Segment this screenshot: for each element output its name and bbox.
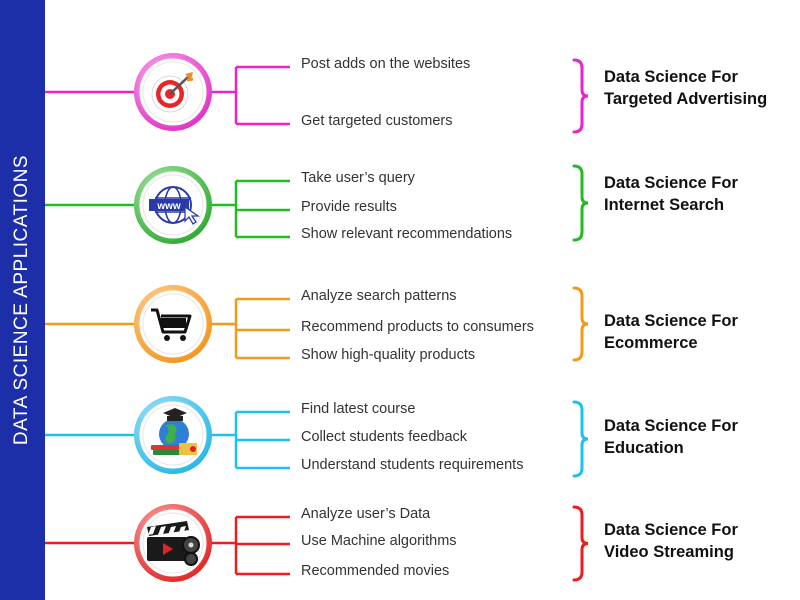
- heading-line: Video Streaming: [604, 543, 734, 561]
- heading-line: Targeted Advertising: [604, 90, 768, 108]
- curly-brace: [572, 400, 589, 478]
- education-globe-icon: [151, 408, 197, 455]
- icon-hub: [134, 396, 212, 474]
- heading-line: Data Science For: [604, 417, 738, 435]
- row-item: Post adds on the websites: [301, 56, 471, 72]
- row-item: Recommended movies: [301, 563, 450, 579]
- row-5: [45, 504, 589, 582]
- row-item: Collect students feedback: [301, 429, 468, 445]
- heading-line: Education: [604, 439, 684, 457]
- icon-hub: [134, 285, 212, 363]
- www-globe-icon: www: [149, 186, 201, 225]
- svg-text:www: www: [156, 201, 181, 212]
- row-item: Recommend products to consumers: [301, 319, 534, 335]
- row-item: Show high-quality products: [301, 347, 476, 363]
- heading-line: Data Science For: [604, 68, 738, 86]
- curly-brace: [572, 164, 589, 242]
- curly-brace: [572, 58, 589, 134]
- row-item: Use Machine algorithms: [301, 533, 457, 549]
- row-item: Understand students requirements: [301, 457, 524, 473]
- row-item: Get targeted customers: [301, 113, 453, 129]
- row-item: Show relevant recommendations: [301, 226, 513, 242]
- row-2: www: [45, 164, 589, 244]
- row-item: Analyze user’s Data: [301, 506, 431, 522]
- sidebar: DATA SCIENCE APPLICATIONS: [0, 0, 45, 600]
- row-item: Provide results: [301, 199, 397, 215]
- target-icon: [151, 72, 194, 113]
- curly-brace: [572, 505, 589, 582]
- heading-line: Data Science For: [604, 174, 738, 192]
- row-1: [45, 53, 589, 134]
- row-item: Analyze search patterns: [301, 288, 457, 304]
- shopping-cart-icon: [151, 308, 192, 341]
- film-clapper-icon: [147, 521, 200, 566]
- icon-hub: [134, 53, 212, 131]
- row-item: Take user’s query: [301, 170, 415, 186]
- row-4: [45, 396, 589, 478]
- heading-line: Data Science For: [604, 312, 738, 330]
- row-item: Find latest course: [301, 401, 416, 417]
- heading-line: Data Science For: [604, 521, 738, 539]
- heading-line: Internet Search: [604, 196, 725, 214]
- heading-line: Ecommerce: [604, 334, 698, 352]
- icon-hub: www: [134, 166, 212, 244]
- curly-brace: [572, 286, 589, 362]
- icon-hub: [134, 504, 212, 582]
- row-3: [45, 285, 589, 363]
